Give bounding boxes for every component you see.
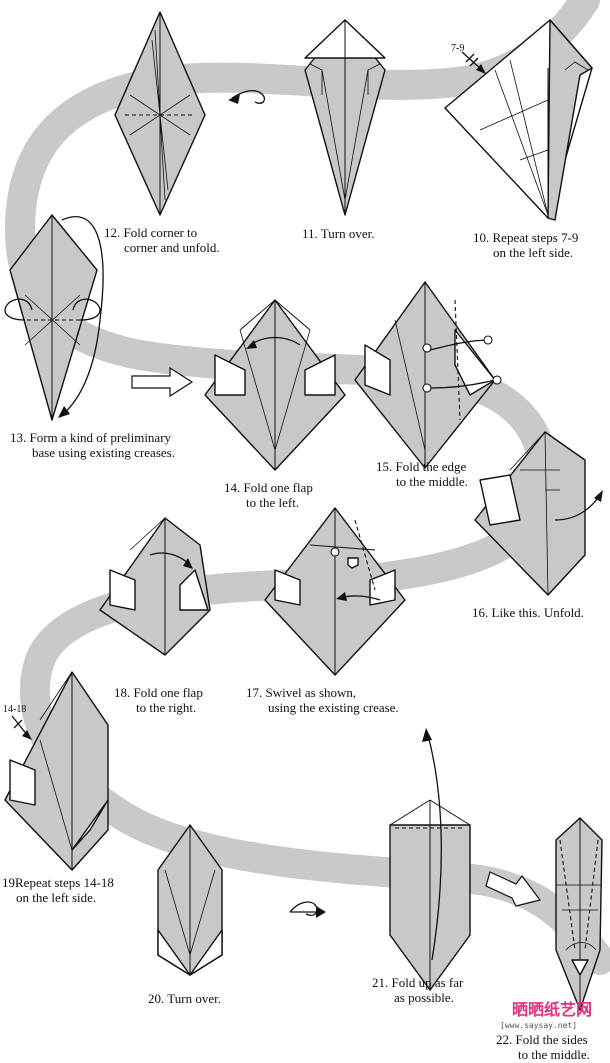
caption-line: to the middle. — [518, 1047, 590, 1062]
caption-line: to the left. — [246, 495, 299, 510]
caption-line: base using existing creases. — [32, 445, 175, 460]
step-21-caption: 21. Fold up as far as possible. — [372, 975, 464, 1005]
step-13-model — [4, 214, 104, 421]
caption-line: using the existing crease. — [268, 700, 399, 715]
step-19-caption: 19Repeat steps 14-18 on the left side. — [2, 875, 114, 905]
step-17-model — [264, 507, 406, 676]
step-11-model — [304, 19, 386, 216]
step-14-caption: 14. Fold one flap to the left. — [224, 480, 313, 510]
step-18-caption: 18. Fold one flap to the right. — [114, 685, 203, 715]
caption-line: 12. Fold corner to — [104, 225, 197, 240]
repeat-label: 14-18 — [3, 704, 26, 715]
caption-line: 17. Swivel as shown, — [246, 685, 356, 700]
repeat-symbol-14-18: 14-18 — [3, 704, 32, 740]
repeat-symbol-7-9: 7-9 — [451, 43, 486, 74]
step-16-model — [474, 430, 603, 596]
step-10-caption: 10. Repeat steps 7-9 on the left side. — [473, 230, 578, 260]
step-15-caption: 15. Fold the edge to the middle. — [376, 459, 468, 489]
caption-line: 22. Fold the sides — [496, 1032, 588, 1047]
step-19-model — [4, 671, 109, 871]
step-11-caption: 11. Turn over. — [302, 226, 374, 241]
step-15-model — [354, 281, 502, 469]
watermark-url: [www.saysay.net] — [500, 1021, 577, 1030]
flow-arrow — [131, 366, 194, 398]
step-20-model — [157, 824, 223, 976]
caption-line: 19Repeat steps 14-18 — [2, 875, 114, 890]
caption-line: on the left side. — [493, 245, 573, 260]
step-18-model — [99, 517, 211, 656]
step-22-model — [555, 817, 603, 1011]
caption-line: 14. Fold one flap — [224, 480, 313, 495]
caption-line: 21. Fold up as far — [372, 975, 464, 990]
caption-line: 13. Form a kind of preliminary — [10, 430, 172, 445]
step-12-model — [114, 11, 206, 216]
step-14-model — [204, 299, 346, 471]
step-13-caption: 13. Form a kind of preliminary base usin… — [10, 430, 175, 460]
turn-over-symbol — [289, 901, 326, 918]
step-12-caption: 12. Fold corner to corner and unfold. — [104, 225, 220, 255]
caption-line: on the left side. — [16, 890, 96, 905]
site-watermark: 晒晒纸艺网 [www.saysay.net] — [500, 1000, 592, 1030]
caption-line: to the middle. — [396, 474, 468, 489]
caption-line: corner and unfold. — [124, 240, 220, 255]
step-21-model — [389, 728, 471, 991]
caption-line: as possible. — [394, 990, 454, 1005]
watermark-title: 晒晒纸艺网 — [512, 1000, 592, 1019]
flow-arrow — [485, 871, 542, 907]
step-22-caption: 22. Fold the sides to the middle. — [496, 1032, 590, 1062]
step-20-caption: 20. Turn over. — [148, 991, 221, 1006]
caption-line: 18. Fold one flap — [114, 685, 203, 700]
step-16-caption: 16. Like this. Unfold. — [472, 605, 584, 620]
step-10-model — [444, 19, 593, 221]
turn-over-symbol — [228, 89, 266, 104]
step-17-caption: 17. Swivel as shown, using the existing … — [246, 685, 399, 715]
repeat-label: 7-9 — [451, 43, 464, 54]
caption-line: 10. Repeat steps 7-9 — [473, 230, 578, 245]
caption-line: to the right. — [136, 700, 196, 715]
caption-line: 15. Fold the edge — [376, 459, 466, 474]
